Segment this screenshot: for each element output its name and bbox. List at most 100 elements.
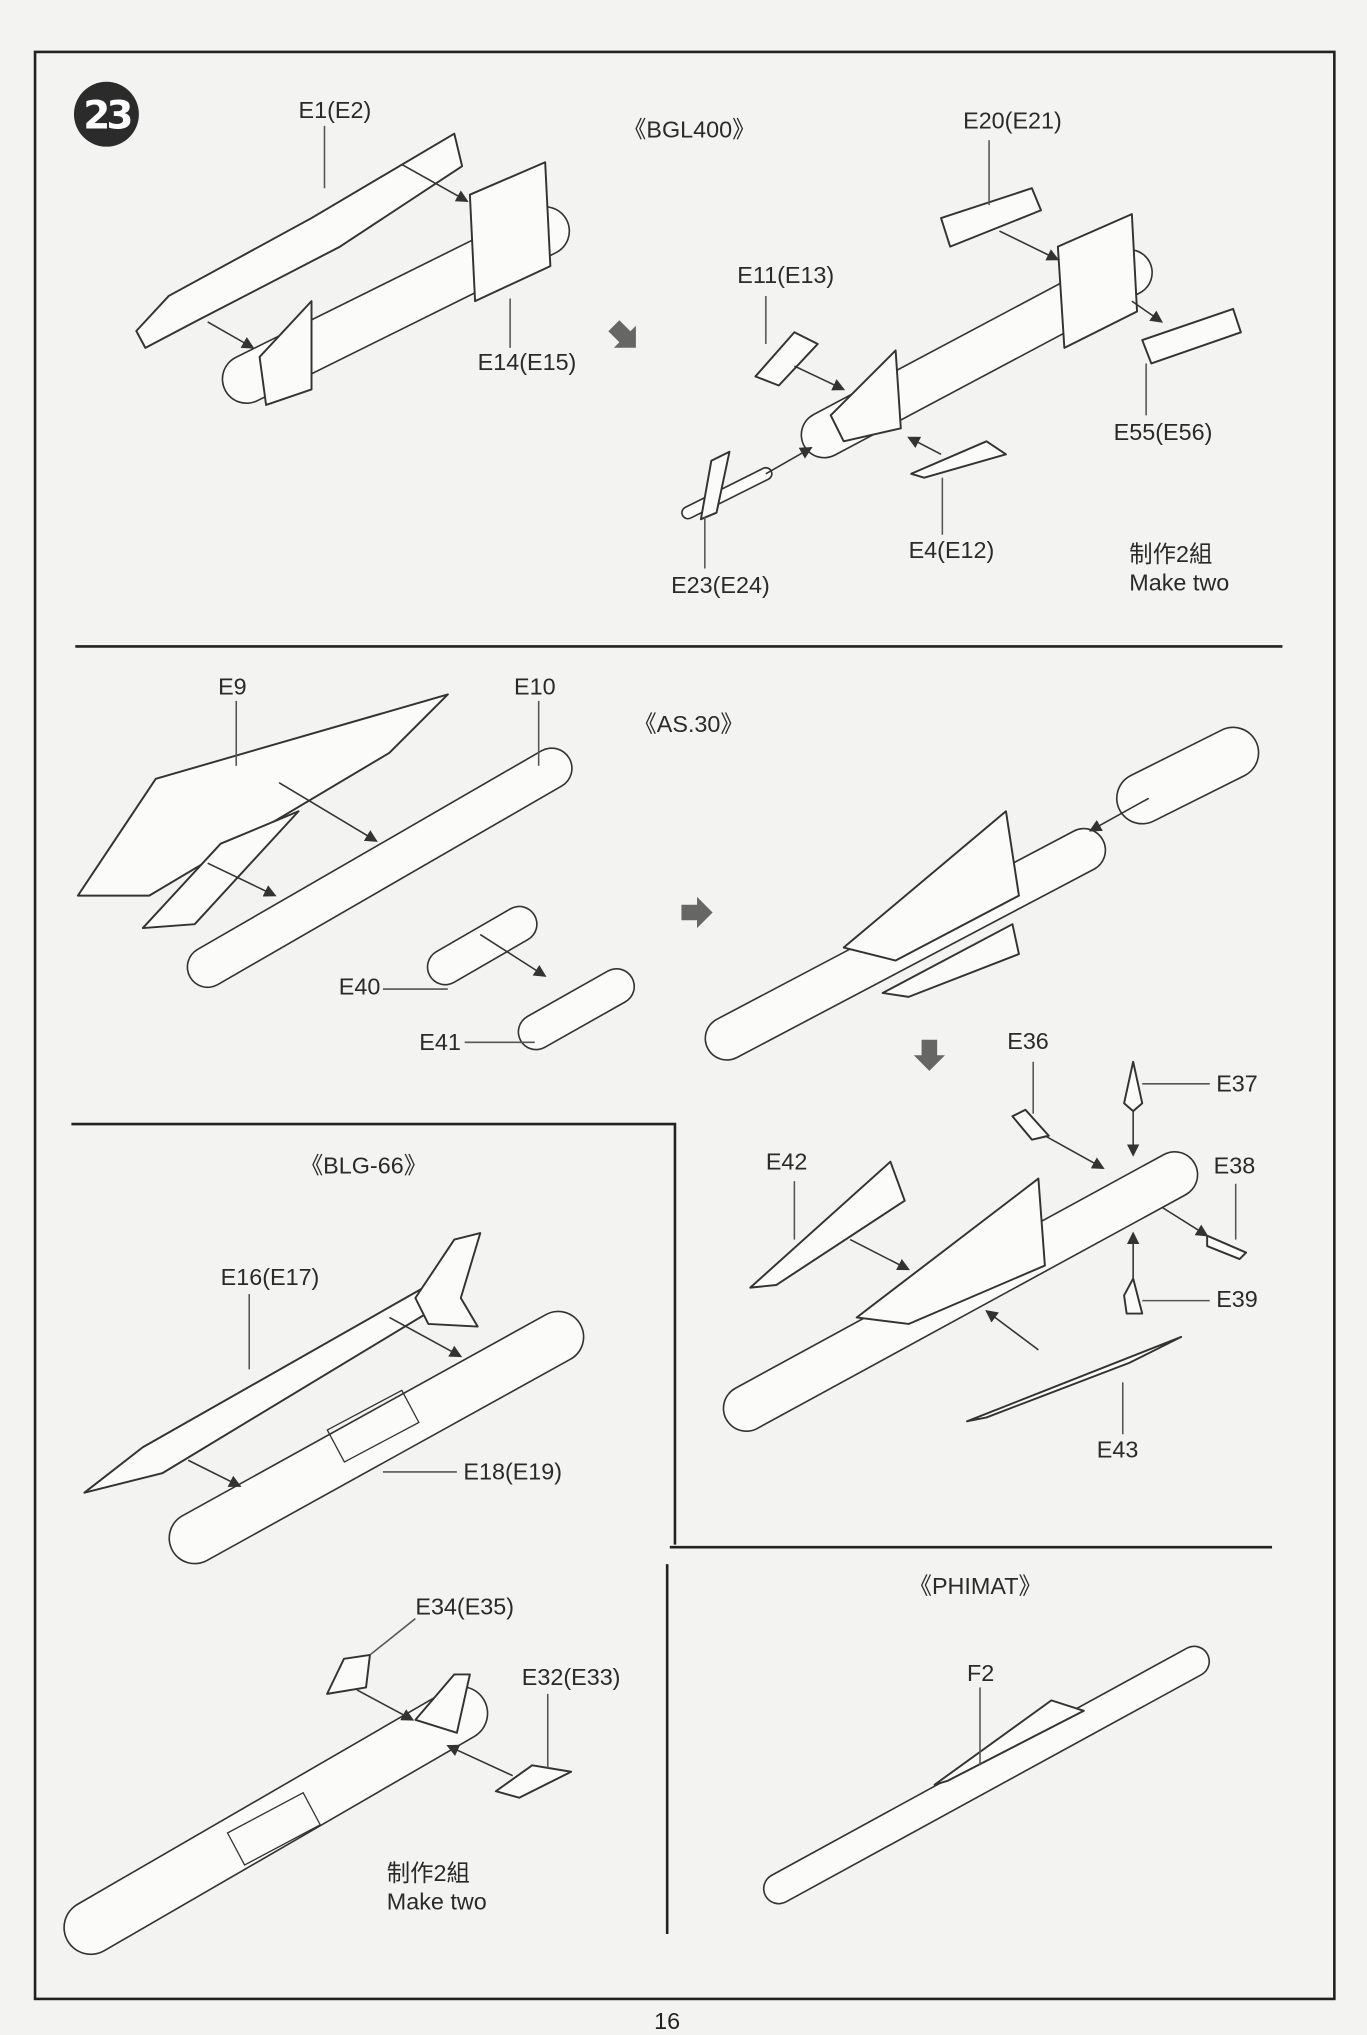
as30-wing-part-e9 — [76, 693, 449, 897]
bgl400-nose-fin — [829, 349, 902, 443]
page-number: 16 — [654, 2008, 680, 2034]
part-drawings — [63, 132, 1260, 1956]
blg66-assembled-body-fill — [64, 1687, 487, 1954]
blg66-access-panel — [226, 1791, 322, 1866]
part-label: E20(E21) — [963, 108, 1062, 134]
blg66-body-e18-fill — [170, 1312, 583, 1563]
part-e42 — [749, 1160, 906, 1289]
assembly-arrow — [1131, 300, 1163, 323]
part-label: E18(E19) — [463, 1459, 562, 1485]
part-label: E40 — [339, 973, 381, 999]
assembly-arrow — [479, 933, 547, 977]
part-label: E43 — [1097, 1437, 1139, 1463]
part-label: E16(E17) — [221, 1264, 320, 1290]
step-arrow-icon — [608, 320, 636, 348]
step-number: 23 — [83, 94, 130, 139]
assembly-arrow — [278, 782, 378, 842]
assembly-arrow — [1088, 797, 1150, 832]
part-e20 — [940, 187, 1042, 248]
blg66-fin — [414, 1673, 471, 1734]
step-arrow-shape — [913, 1039, 945, 1071]
assembly-arrow — [907, 436, 942, 455]
blg66-body-e18 — [168, 1310, 585, 1565]
leader-line — [369, 1617, 416, 1656]
bgl400-title: 《BGL400》 — [623, 117, 755, 143]
part-e32 — [494, 1764, 573, 1799]
blg66-fin — [414, 1232, 482, 1328]
assembly-arrow — [1161, 1206, 1209, 1237]
assembly-arrow — [207, 862, 277, 897]
phimat-pod — [762, 1645, 1211, 1905]
assembly-arrow — [187, 1459, 242, 1487]
step-arrow-icon — [913, 1039, 945, 1071]
as30-lower-wing — [881, 923, 1020, 998]
part-e40 — [426, 905, 538, 986]
part-e23 — [681, 466, 773, 520]
assembly-arrow — [446, 1744, 514, 1777]
part-label: E11(E13) — [737, 262, 834, 288]
as30-title: 《AS.30》 — [633, 711, 743, 737]
part-label: E39 — [1216, 1286, 1258, 1312]
part-label: E23(E24) — [671, 572, 770, 598]
part-label: E41 — [419, 1029, 461, 1055]
make-two-note: Make two — [1129, 570, 1229, 596]
blg66-access-panel — [326, 1389, 420, 1463]
assembly-arrow — [999, 230, 1060, 261]
part-e40-fill — [428, 907, 537, 984]
part-e43 — [966, 1335, 1183, 1423]
bgl400-tail-plate — [1056, 213, 1139, 349]
as30-nozzle — [1115, 726, 1260, 825]
blg66-strake-e16 — [83, 1284, 443, 1494]
part-e41 — [517, 967, 636, 1051]
assembly-arrow — [794, 365, 846, 391]
part-label: E42 — [766, 1148, 808, 1174]
part-label: E1(E2) — [299, 97, 372, 123]
phimat-pod-fill — [764, 1647, 1209, 1903]
part-e23-fin — [699, 450, 731, 521]
assembly-arrow — [389, 1316, 463, 1358]
part-e4 — [910, 440, 1007, 479]
part-e55 — [1141, 307, 1242, 365]
as30-wing — [842, 810, 1020, 962]
step-badge: 23 — [73, 81, 139, 147]
assembly-arrow — [985, 1310, 1039, 1351]
as30-body-e10-fill — [188, 748, 572, 987]
part-label: E36 — [1007, 1028, 1049, 1054]
part-e39 — [1123, 1277, 1144, 1315]
assembly-arrow — [207, 321, 255, 349]
part-label: F2 — [967, 1660, 994, 1686]
part-label: E37 — [1216, 1071, 1258, 1097]
blg66-assembled-body — [63, 1685, 489, 1956]
step-arrow-shape — [681, 896, 713, 929]
leader-lines — [187, 125, 1237, 1777]
make-two-note-cn: 制作2組 — [1129, 541, 1212, 567]
part-label: E4(E12) — [909, 537, 995, 563]
part-e38 — [1206, 1234, 1248, 1261]
as30-body-e10 — [186, 747, 573, 989]
part-label: E14(E15) — [478, 349, 577, 375]
part-e41-fill — [519, 969, 634, 1049]
part-label: E9 — [218, 673, 247, 699]
part-e37 — [1123, 1060, 1144, 1113]
page-frame — [33, 50, 1336, 2001]
make-two-note-cn: 制作2組 — [387, 1860, 470, 1886]
assembly-arrow — [765, 447, 813, 475]
part-label: E10 — [514, 673, 556, 699]
part-label: E32(E33) — [522, 1664, 621, 1690]
part-e34 — [326, 1653, 371, 1695]
as30-nozzle-fill — [1117, 728, 1258, 823]
assembly-arrow — [356, 1689, 415, 1721]
phimat-strake — [933, 1699, 1085, 1786]
bgl400-tail-plate — [468, 161, 552, 303]
blg66-title: 《BLG-66》 — [300, 1152, 427, 1178]
step-arrow-icon — [681, 896, 713, 929]
bgl400-nose-fin — [258, 300, 313, 406]
make-two-note: Make two — [387, 1888, 487, 1914]
assembly-arrow — [401, 164, 469, 202]
part-label: E55(E56) — [1114, 419, 1213, 445]
part-label: E34(E35) — [415, 1594, 514, 1620]
part-e23-fill — [682, 468, 772, 518]
part-e36 — [1011, 1108, 1050, 1141]
assembly-arrow — [849, 1238, 910, 1271]
